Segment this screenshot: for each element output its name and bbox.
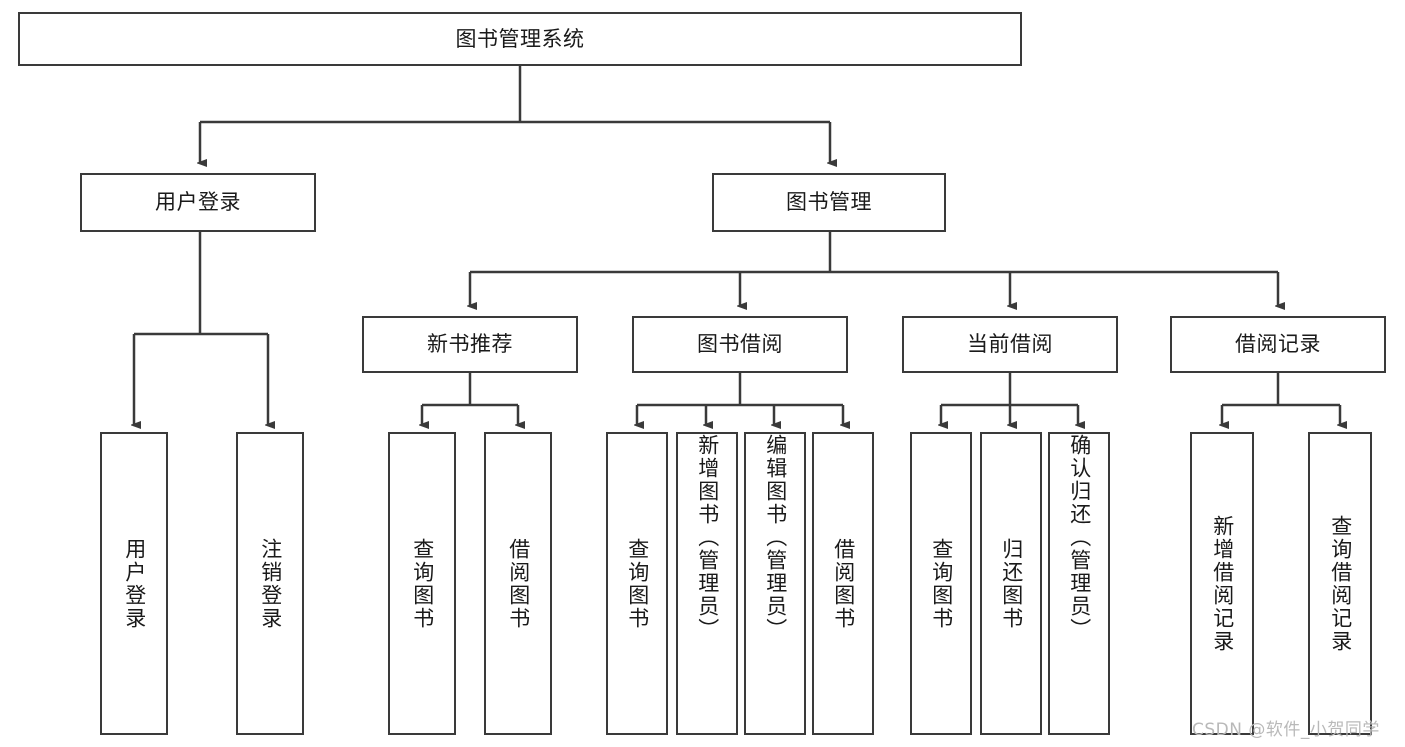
node-user-login[interactable]: 用户登录 bbox=[80, 173, 316, 232]
leaf-record-add-record[interactable]: 新增借阅记录 bbox=[1190, 432, 1254, 735]
node-label: 图书借阅 bbox=[697, 332, 783, 357]
node-root-book-management-system[interactable]: 图书管理系统 bbox=[18, 12, 1022, 66]
leaf-new-book-borrow-book[interactable]: 借阅图书 bbox=[484, 432, 552, 735]
leaf-current-confirm-return-admin[interactable]: 确认归还（管理员） bbox=[1048, 432, 1110, 735]
node-new-book-recommend[interactable]: 新书推荐 bbox=[362, 316, 578, 373]
node-label: 查询图书 bbox=[410, 537, 435, 630]
node-label: 借阅图书 bbox=[831, 537, 856, 630]
node-current-borrow[interactable]: 当前借阅 bbox=[902, 316, 1118, 373]
node-label: 新增借阅记录 bbox=[1210, 514, 1235, 653]
node-label: 查询图书 bbox=[625, 537, 650, 630]
leaf-borrow-query-book[interactable]: 查询图书 bbox=[606, 432, 668, 735]
node-label: 编辑图书（管理员） bbox=[763, 434, 788, 641]
node-label: 当前借阅 bbox=[967, 332, 1053, 357]
node-label: 图书管理系统 bbox=[455, 26, 585, 51]
leaf-borrow-add-book-admin[interactable]: 新增图书（管理员） bbox=[676, 432, 738, 735]
leaf-record-query-record[interactable]: 查询借阅记录 bbox=[1308, 432, 1372, 735]
node-label: 用户登录 bbox=[122, 537, 147, 630]
leaf-user-login-signin[interactable]: 用户登录 bbox=[100, 432, 168, 735]
node-book-borrow[interactable]: 图书借阅 bbox=[632, 316, 848, 373]
leaf-current-return-book[interactable]: 归还图书 bbox=[980, 432, 1042, 735]
node-label: 查询借阅记录 bbox=[1328, 514, 1353, 653]
leaf-new-book-query-book[interactable]: 查询图书 bbox=[388, 432, 456, 735]
leaf-current-query-book[interactable]: 查询图书 bbox=[910, 432, 972, 735]
node-label: 借阅记录 bbox=[1235, 332, 1321, 357]
node-label: 用户登录 bbox=[155, 190, 241, 215]
node-label: 借阅图书 bbox=[506, 537, 531, 630]
node-label: 新增图书（管理员） bbox=[695, 434, 720, 641]
csdn-watermark: CSDN @软件_小贺同学 bbox=[1192, 720, 1380, 740]
node-label: 图书管理 bbox=[786, 190, 872, 215]
node-borrow-record[interactable]: 借阅记录 bbox=[1170, 316, 1386, 373]
node-label: 确认归还（管理员） bbox=[1067, 434, 1092, 641]
leaf-borrow-edit-book-admin[interactable]: 编辑图书（管理员） bbox=[744, 432, 806, 735]
node-label: 新书推荐 bbox=[427, 332, 513, 357]
node-label: 归还图书 bbox=[999, 537, 1024, 630]
node-book-management[interactable]: 图书管理 bbox=[712, 173, 946, 232]
leaf-user-login-signout[interactable]: 注销登录 bbox=[236, 432, 304, 735]
node-label: 注销登录 bbox=[258, 537, 283, 630]
leaf-borrow-borrow-book[interactable]: 借阅图书 bbox=[812, 432, 874, 735]
node-label: 查询图书 bbox=[929, 537, 954, 630]
